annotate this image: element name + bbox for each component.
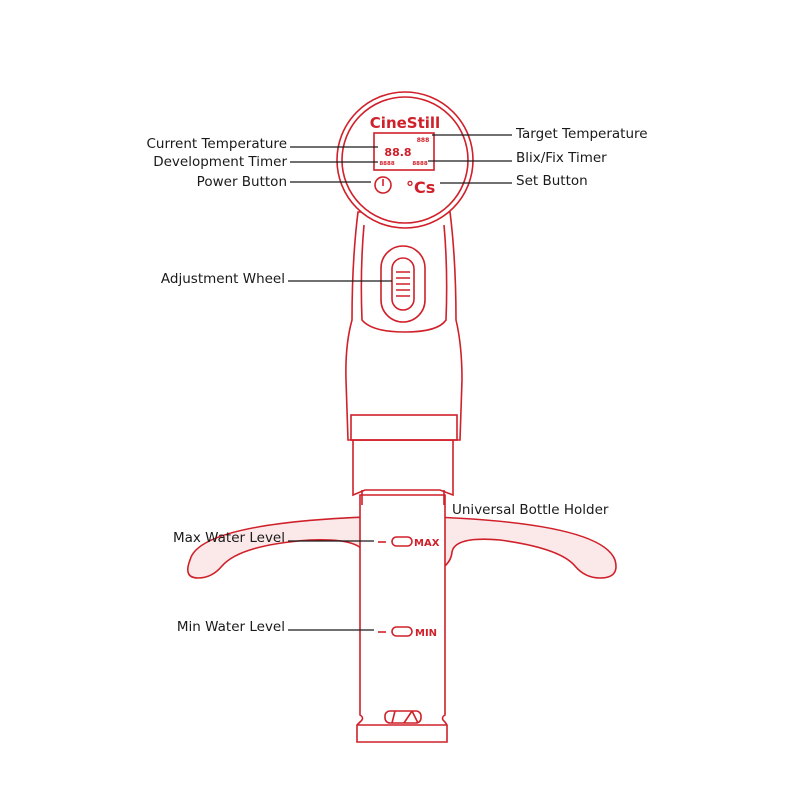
display-screen bbox=[373, 132, 435, 171]
clip-edges bbox=[361, 490, 445, 505]
display-target-temp: 888 bbox=[417, 137, 430, 144]
wheel-ridges bbox=[396, 271, 410, 297]
tube bbox=[356, 494, 448, 743]
set-button[interactable]: °Cs bbox=[406, 178, 435, 197]
label-blix-fix-timer: Blix/Fix Timer bbox=[516, 150, 607, 166]
label-min-water-level: Min Water Level bbox=[177, 619, 285, 635]
label-development-timer: Development Timer bbox=[153, 154, 287, 170]
display-blix-timer: 8888 bbox=[412, 161, 427, 167]
vent-slot bbox=[384, 710, 422, 724]
adjustment-wheel-housing bbox=[380, 245, 426, 323]
handle-collar bbox=[350, 414, 458, 441]
leader-lines bbox=[288, 134, 512, 631]
max-mark: MAX bbox=[414, 538, 440, 549]
clip-section bbox=[352, 439, 454, 497]
label-universal-bottle-holder: Universal Bottle Holder bbox=[452, 502, 609, 518]
control-head-ring bbox=[341, 96, 469, 224]
min-mark: MIN bbox=[415, 628, 437, 639]
max-indicator bbox=[391, 536, 413, 547]
power-button[interactable] bbox=[374, 176, 392, 194]
label-target-temperature: Target Temperature bbox=[515, 126, 648, 142]
label-current-temperature: Current Temperature bbox=[146, 136, 287, 152]
label-set-button: Set Button bbox=[516, 173, 588, 189]
display-current-temp: 88.8 bbox=[384, 146, 411, 159]
label-max-water-level: Max Water Level bbox=[173, 530, 285, 546]
min-indicator bbox=[391, 626, 413, 637]
vent-slot-lines bbox=[391, 710, 419, 724]
label-power-button: Power Button bbox=[197, 174, 287, 190]
power-icon bbox=[374, 176, 392, 194]
adjustment-wheel[interactable] bbox=[391, 257, 415, 311]
control-head bbox=[336, 91, 474, 229]
brand-logo: CineStill bbox=[370, 114, 440, 132]
label-adjustment-wheel: Adjustment Wheel bbox=[161, 271, 285, 287]
handle-grip bbox=[360, 224, 448, 333]
display-dev-timer: 8888 bbox=[379, 161, 394, 167]
